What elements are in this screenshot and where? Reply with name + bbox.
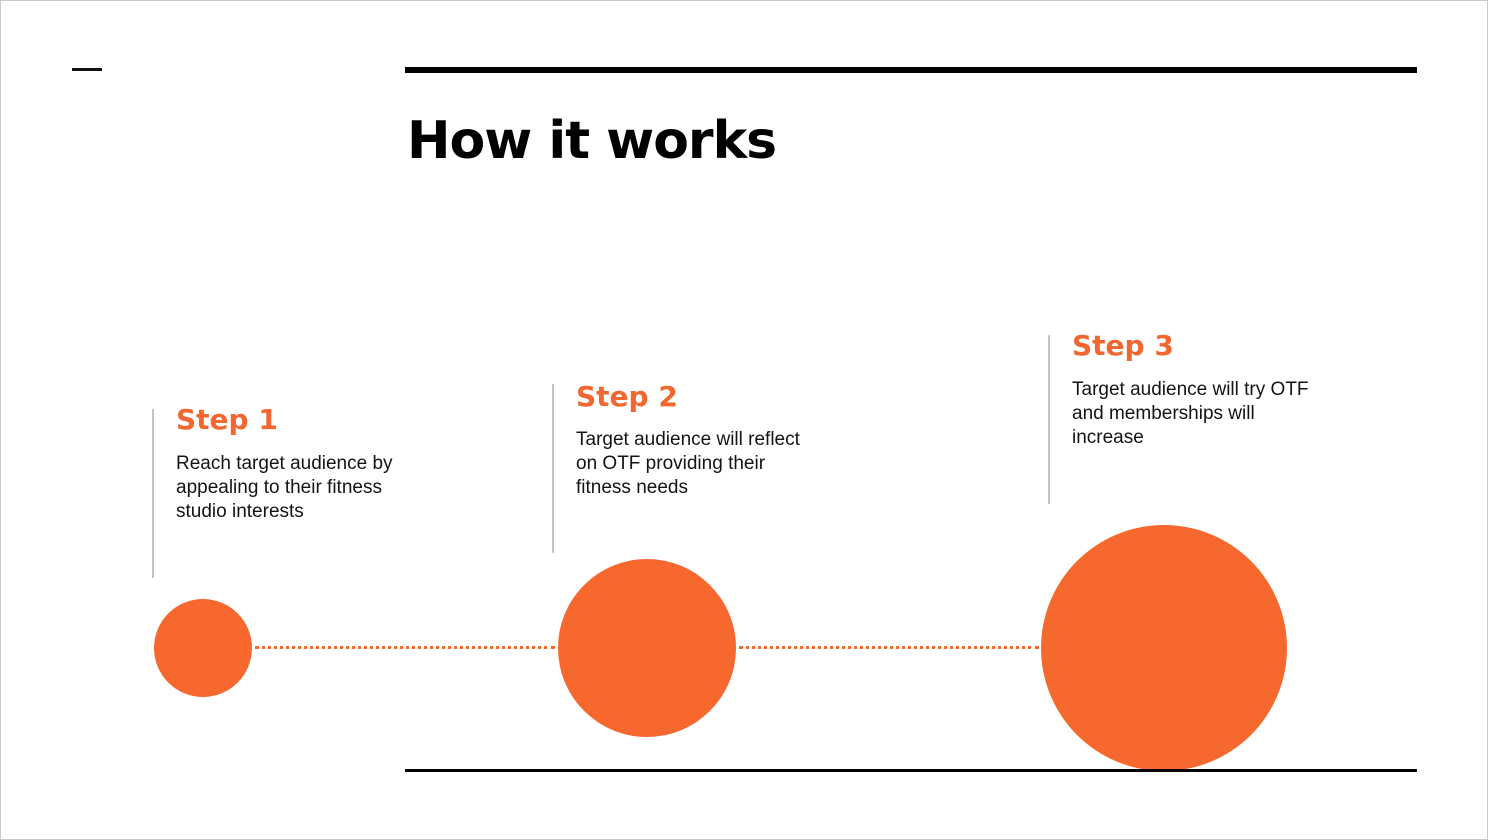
- step-3-text-line: Target audience will try OTF: [1072, 379, 1309, 400]
- corner-dash: [72, 68, 102, 71]
- step-2-text-line: on OTF providing their: [576, 453, 766, 474]
- bottom-rule: [405, 769, 1417, 772]
- step-3-text-line: increase: [1072, 427, 1144, 448]
- step-2-circle: [558, 559, 736, 737]
- top-rule: [405, 67, 1417, 73]
- step-2-text-line: Target audience will reflect: [576, 429, 800, 450]
- step-3-divider: [1048, 335, 1050, 504]
- step-2-divider: [552, 384, 554, 553]
- step-1-text-line: Reach target audience by: [176, 453, 393, 474]
- step-1-text-line: appealing to their fitness: [176, 477, 382, 498]
- slide-title: How it works: [407, 111, 777, 171]
- step-1-text-line: studio interests: [176, 501, 304, 522]
- timeline-dotted-connector-2: [739, 646, 1039, 649]
- step-1-circle: [154, 599, 252, 697]
- step-1-heading: Step 1: [176, 403, 278, 436]
- step-3-heading: Step 3: [1072, 329, 1174, 362]
- step-3-text-line: and memberships will: [1072, 403, 1255, 424]
- step-3-text: Target audience will try OTF and members…: [1072, 378, 1309, 450]
- step-3-circle: [1041, 525, 1287, 771]
- step-1-divider: [152, 409, 154, 578]
- step-1-text: Reach target audience by appealing to th…: [176, 452, 393, 524]
- timeline-dotted-connector-1: [255, 646, 555, 649]
- step-2-text-line: fitness needs: [576, 477, 688, 498]
- step-2-heading: Step 2: [576, 380, 678, 413]
- step-2-text: Target audience will reflect on OTF prov…: [576, 428, 800, 500]
